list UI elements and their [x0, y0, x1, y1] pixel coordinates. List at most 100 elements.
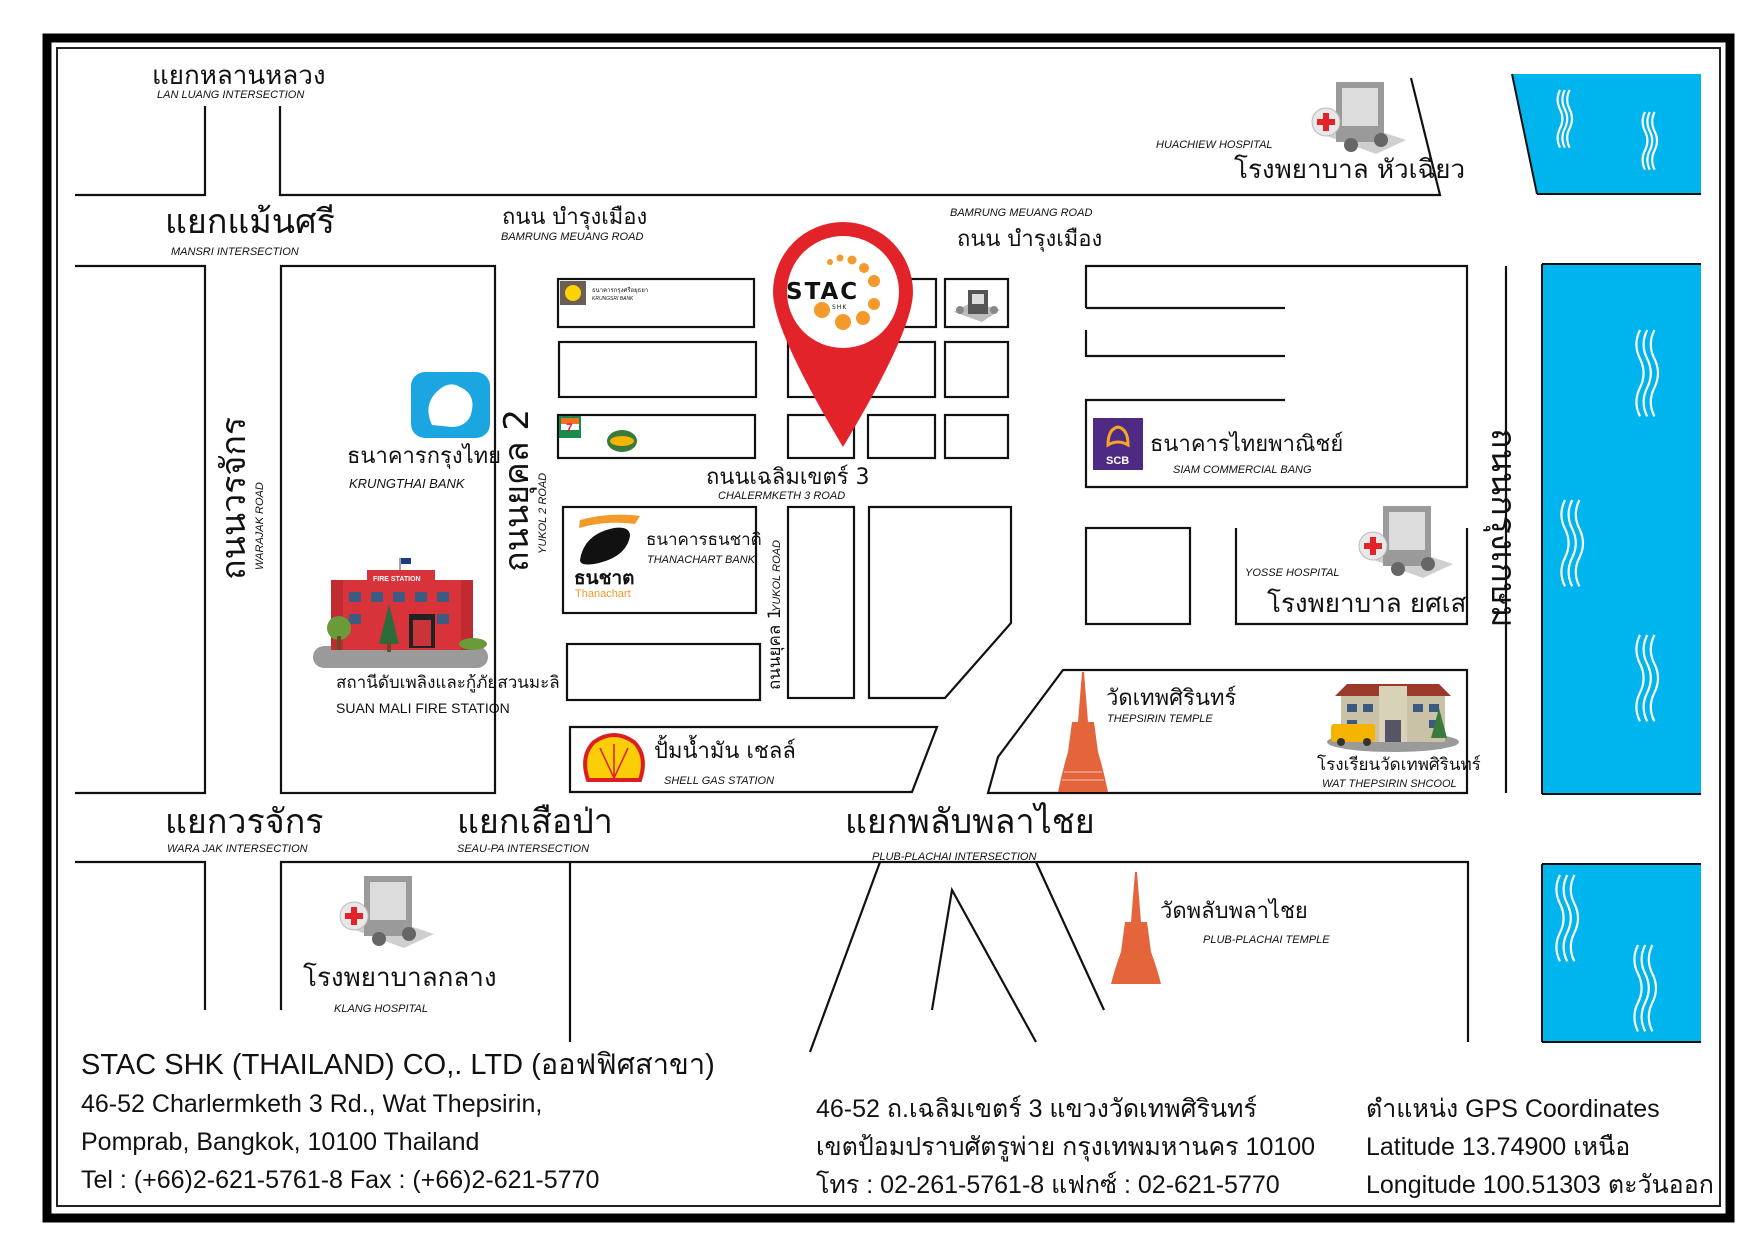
seau-pa-en: SEAU-PA INTERSECTION — [457, 843, 589, 855]
krungsri-en: KRUNGSRI BANK — [592, 296, 634, 302]
hospital-icon — [1358, 506, 1453, 578]
wave-icon — [1646, 111, 1654, 171]
river-bottom — [1542, 864, 1701, 1042]
amazon-cafe[interactable] — [607, 430, 637, 452]
wave-icon — [1555, 874, 1565, 962]
thepsirin-temple-th: วัดเทพศิรินทร์ — [1106, 686, 1236, 711]
lan-luang-en: LAN LUANG INTERSECTION — [157, 89, 304, 101]
wave-icon — [1635, 329, 1645, 417]
wave-icon — [1633, 944, 1643, 1032]
school-icon — [1327, 684, 1459, 752]
thepsirin-temple[interactable]: วัดเทพศิรินทร์ THEPSIRIN TEMPLE — [1058, 672, 1236, 792]
svg-text:ธนชาต: ธนชาต — [574, 567, 635, 589]
wave-icon — [1566, 89, 1574, 149]
krungsri-th: ธนาคารกรุงศรีอยุธยา — [592, 286, 648, 294]
block-krungthai — [279, 264, 497, 795]
yosse-th: โรงพยาบาล ยศเส — [1267, 588, 1467, 619]
krungsri-bank[interactable]: ธนาคารกรุงศรีอยุธยา KRUNGSRI BANK — [560, 281, 648, 305]
shell-logo-icon — [583, 733, 645, 782]
svg-text:7: 7 — [566, 421, 573, 435]
gps-title: ตำแหน่ง GPS Coordinates — [1366, 1095, 1660, 1123]
inner-frame — [56, 47, 1721, 1207]
river-top — [1512, 74, 1701, 194]
stac-dots — [814, 254, 880, 330]
cinema-building-icon — [954, 290, 1000, 322]
yukol1-road-en: YUKOL ROAD — [771, 540, 783, 612]
gps-longitude: Longitude 100.51303 ตะวันออก — [1366, 1171, 1714, 1199]
warajak-road-en: WARAJAK ROAD — [254, 482, 266, 570]
address-th-line2: เขตป้อมปราบศัตรูพ่าย กรุงเทพมหานคร 10100 — [816, 1133, 1315, 1162]
thepsirin-school[interactable]: โรงเรียนวัดเทพศิรินทร์ WAT THEPSIRIN SHC… — [1317, 684, 1481, 790]
temple-stupa-icon — [1111, 872, 1161, 984]
chalermketh-road-en: CHALERMKETH 3 ROAD — [718, 490, 845, 502]
fire-station-en: SUAN MALI FIRE STATION — [336, 700, 510, 716]
wave-icon — [1642, 329, 1652, 417]
wave-icon — [1647, 944, 1658, 1032]
krungthai-en: KRUNGTHAI BANK — [349, 476, 466, 491]
wara-jak-th: แยกวรจักร — [165, 802, 324, 842]
wave-icon — [1641, 111, 1649, 171]
address-en-line2: Pomprab, Bangkok, 10100 Thailand — [81, 1128, 479, 1156]
bamrung-left-en: BAMRUNG MEUANG ROAD — [501, 231, 643, 243]
stac-sub: SHK — [832, 304, 847, 311]
thanachart-bank[interactable]: ธนชาต Thanachart ธนาคารธนชาติ THANACHART… — [574, 514, 762, 600]
river-canal — [1511, 73, 1701, 1043]
stac-location-pin[interactable]: STAC SHK — [773, 222, 913, 447]
seven-eleven[interactable]: 7 — [559, 416, 581, 438]
mansri-en: MANSRI INTERSECTION — [171, 246, 299, 258]
yosse-hospital[interactable]: YOSSE HOSPITAL โรงพยาบาล ยศเส — [1245, 506, 1467, 619]
seau-pa-th: แยกเสือป่า — [457, 802, 613, 842]
scb-en: SIAM COMMERCIAL BANG — [1173, 464, 1312, 476]
krungthai-th: ธนาคารกรุงไทย — [347, 443, 501, 469]
contact-th: โทร : 02-261-5761-8 แฟกซ์ : 02-621-5770 — [816, 1170, 1280, 1199]
hospital-icon — [339, 876, 434, 948]
chalermketh-road-th: ถนนเฉลิมเขตร์ 3 — [706, 465, 870, 490]
klang-hospital[interactable]: โรงพยาบาลกลาง KLANG HOSPITAL — [303, 876, 497, 1015]
footer-info: STAC SHK (THAILAND) CO,. LTD (ออฟฟิศสาขา… — [81, 1049, 1714, 1199]
mansri-th: แยกแม้นศรี — [165, 202, 335, 242]
scb-bank[interactable]: SCB ธนาคารไทยพาณิชย์ SIAM COMMERCIAL BAN… — [1093, 418, 1343, 476]
huachiew-hospital[interactable]: HUACHIEW HOSPITAL โรงพยาบาล หัวเฉียว — [1156, 82, 1465, 185]
stac-brand: STAC — [786, 279, 859, 305]
fire-station[interactable]: FIRE STATION สถานีดับเพลิงและกู้ภัยสวนมะ… — [313, 558, 560, 716]
river-middle — [1542, 264, 1701, 794]
contact-en: Tel : (+66)2-621-5761-8 Fax : (+66)2-621… — [81, 1166, 599, 1194]
krungthai-bank[interactable]: ธนาคารกรุงไทย KRUNGTHAI BANK — [347, 372, 501, 491]
wara-jak-en: WARA JAK INTERSECTION — [167, 843, 308, 855]
plub-plachai-en: PLUB-PLACHAI INTERSECTION — [872, 851, 1036, 863]
fire-station-icon: FIRE STATION — [313, 558, 488, 668]
thanachart-logo-icon: ธนชาต Thanachart — [574, 514, 640, 600]
plub-plachai-temple[interactable]: วัดพลับพลาไชย PLUB-PLACHAI TEMPLE — [1111, 872, 1330, 984]
company-name: STAC SHK (THAILAND) CO,. LTD (ออฟฟิศสาขา… — [81, 1049, 715, 1081]
wave-icon — [1635, 634, 1645, 722]
shell-th: ปั้มน้ำมัน เชลล์ — [654, 735, 796, 764]
scb-th: ธนาคารไทยพาณิชย์ — [1150, 431, 1343, 457]
svg-text:Thanachart: Thanachart — [575, 588, 631, 600]
outer-frame — [42, 33, 1735, 1223]
klang-th: โรงพยาบาลกลาง — [303, 962, 497, 993]
thepsirin-temple-en: THEPSIRIN TEMPLE — [1107, 713, 1213, 725]
krung-kasem-road-th: ถนนกรุงเกษม — [1483, 428, 1523, 628]
plub-plachai-th: แยกพลับพลาไชย — [845, 802, 1095, 842]
wave-icon — [1567, 499, 1577, 587]
svg-text:FIRE STATION: FIRE STATION — [373, 576, 421, 583]
yukol2-road-en: YUKOL 2 ROAD — [537, 473, 549, 554]
wave-icon — [1561, 89, 1569, 149]
huachiew-th: โรงพยาบาล หัวเฉียว — [1234, 154, 1465, 185]
thanachart-th: ธนาคารธนชาติ — [646, 530, 762, 550]
temple-stupa-icon — [1058, 672, 1108, 792]
yosse-en: YOSSE HOSPITAL — [1245, 567, 1340, 579]
plub-plachai-temple-th: วัดพลับพลาไชย — [1160, 898, 1308, 924]
huachiew-en: HUACHIEW HOSPITAL — [1156, 139, 1273, 151]
thanachart-en: THANACHART BANK — [647, 554, 756, 566]
wave-icon — [1560, 499, 1570, 587]
address-en-line1: 46-52 Charlermketh 3 Rd., Wat Thepsirin, — [81, 1090, 542, 1118]
wave-icon — [1562, 874, 1572, 962]
thepsirin-school-en: WAT THEPSIRIN SHCOOL — [1322, 778, 1457, 790]
wave-icon — [1642, 634, 1652, 722]
shell-en: SHELL GAS STATION — [664, 775, 774, 787]
wave-icon — [1651, 111, 1659, 171]
shell-gas-station[interactable]: ปั้มน้ำมัน เชลล์ SHELL GAS STATION — [583, 733, 796, 787]
wave-icon — [1640, 944, 1650, 1032]
